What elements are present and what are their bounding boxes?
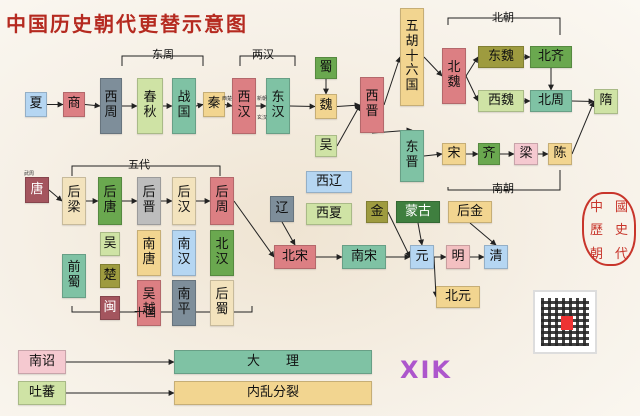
seal-stamp: 中國歷史朝代: [582, 192, 636, 266]
node-houjin: 后晋: [137, 177, 161, 225]
edge-jin-yuan: [387, 211, 411, 258]
node-dongjin: 东晋: [400, 130, 424, 182]
node-nansong: 南宋: [342, 245, 386, 269]
label-lianghan: 两汉: [252, 48, 274, 61]
node-wu: 吴: [315, 135, 337, 157]
node-xiliao: 西辽: [306, 171, 352, 193]
edge-dongjin-song: [423, 151, 443, 158]
edge-wuhu-beiwei: [423, 56, 443, 77]
node-beiqi: 北齐: [530, 46, 572, 68]
edge-zhanguo-qin: [195, 102, 204, 109]
node-wuhu: 五胡十六国: [400, 8, 424, 106]
edge-xijin-wuhu: [383, 56, 402, 106]
edge-beiwei-dongwei: [465, 56, 479, 77]
node-houjin2: 后金: [448, 201, 492, 223]
node-liao: 辽: [270, 196, 294, 222]
qr-code: [533, 290, 597, 354]
label-wudai: 五代: [128, 158, 150, 171]
edge-beizhou-sui: [571, 98, 595, 105]
node-beiwei: 北魏: [442, 48, 466, 104]
node-liang: 梁: [514, 143, 538, 165]
node-chunqiu: 春秋: [137, 78, 163, 134]
edge-tang-houliang: [48, 189, 63, 202]
label-wuzhou: 武周: [24, 171, 35, 177]
diagram-title: 中国历史朝代更替示意图: [6, 12, 248, 36]
node-tubo: 吐蕃: [18, 381, 66, 405]
edge-menggu-yuan: [417, 222, 424, 246]
node-shu: 蜀: [315, 57, 337, 79]
node-xiwei: 西魏: [478, 90, 524, 112]
node-jin: 金: [366, 201, 388, 223]
node-houshu: 后蜀: [210, 280, 234, 326]
node-wuyue: 吴越: [137, 280, 161, 326]
node-xixia: 西夏: [306, 203, 352, 225]
node-wu10: 吴: [100, 232, 120, 256]
node-nantang: 南唐: [137, 230, 161, 276]
label-beichao: 北朝: [492, 11, 514, 24]
node-nanping: 南平: [172, 280, 196, 326]
node-beiyuan: 北元: [436, 286, 480, 308]
node-shang: 商: [63, 92, 85, 117]
node-xizhou: 西周: [100, 78, 122, 134]
edge-houzhou-beisong: [233, 200, 275, 258]
node-nanhan: 南汉: [172, 230, 196, 276]
node-chen: 陈: [548, 143, 572, 165]
edge-houjin2-qing: [469, 222, 497, 246]
label-dongzhou: 东周: [152, 48, 174, 61]
node-houliang: 后梁: [62, 177, 86, 225]
node-houhan: 后汉: [172, 177, 196, 225]
node-chu: 楚: [100, 264, 120, 288]
node-zhanguo: 战国: [172, 78, 196, 134]
edge-yuan-beiyuan: [432, 256, 439, 298]
node-donghan: 东汉: [266, 78, 290, 134]
edge-liao-beisong: [281, 221, 296, 246]
edge-shang-xizhou: [84, 102, 101, 109]
node-houzhou: 后周: [210, 177, 234, 225]
node-neiluan: 内乱分裂: [174, 381, 372, 405]
node-qianshu: 前蜀: [62, 254, 86, 298]
node-qi: 齐: [478, 143, 500, 165]
label-shiguo: 十国: [134, 306, 156, 319]
edge-group: [47, 54, 595, 396]
node-beihan: 北汉: [210, 230, 234, 276]
node-min: 闽: [100, 296, 120, 320]
node-dongwei: 东魏: [478, 46, 524, 68]
node-yuan: 元: [410, 245, 434, 269]
node-houtang: 后唐: [98, 177, 122, 225]
edge-wu-xijin: [336, 104, 361, 147]
label-xinchao: 新朝: [257, 96, 268, 102]
edge-chen-sui: [571, 100, 595, 155]
node-ming: 明: [446, 245, 470, 269]
node-qin: 秦: [203, 92, 225, 117]
edge-donghan-wei: [289, 103, 316, 110]
node-qing: 清: [484, 245, 508, 269]
label-xichu: 西楚: [222, 96, 233, 102]
edge-qin-xihan: [224, 101, 233, 108]
node-song: 宋: [442, 143, 466, 165]
node-sui: 隋: [594, 89, 618, 114]
label-nanchao: 南朝: [492, 182, 514, 195]
edge-beiwei-xiwei: [465, 75, 479, 102]
edge-wei-xijin: [336, 102, 361, 109]
label-xuanhan: 玄汉: [257, 115, 268, 121]
node-xia: 夏: [25, 92, 47, 117]
node-nanzhao: 南诏: [18, 350, 66, 374]
watermark-logo: XIK: [400, 356, 453, 384]
node-dali: 大 理: [174, 350, 372, 374]
node-xihan: 西汉: [232, 78, 256, 134]
node-wei: 魏: [315, 94, 337, 119]
bracket-lines: [71, 17, 561, 313]
node-beisong: 北宋: [274, 245, 316, 269]
node-tang: 唐: [25, 177, 49, 203]
node-beizhou: 北周: [530, 90, 572, 112]
node-menggu: 蒙古: [396, 201, 440, 223]
node-xijin: 西晋: [360, 77, 384, 133]
